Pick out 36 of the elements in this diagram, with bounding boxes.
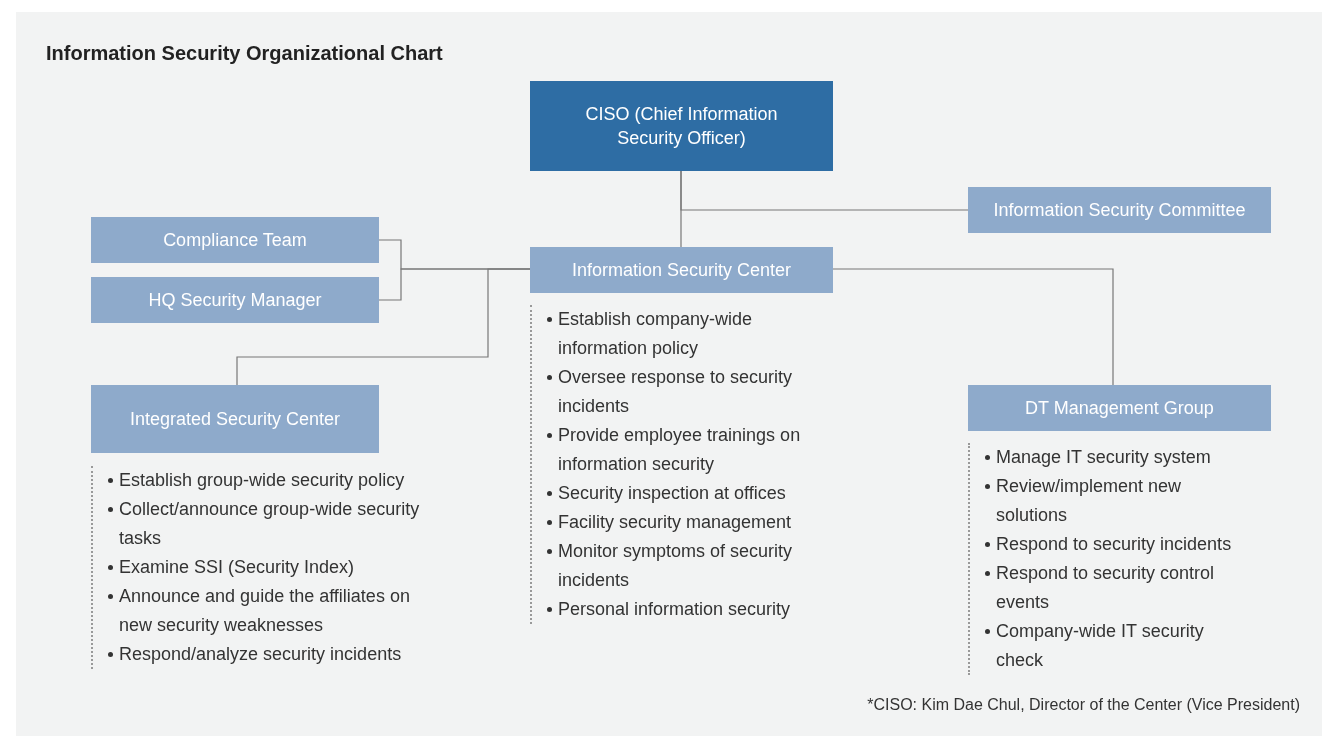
unit-box	[968, 187, 1271, 233]
unit-box	[91, 385, 379, 453]
unit-name: Integrated Security Center	[129, 408, 341, 431]
unit-box	[91, 217, 379, 263]
unit-name: Information Security Center	[571, 259, 792, 282]
duty-item: Personal information security	[558, 599, 791, 619]
duty-item: Manage IT security system	[996, 447, 1211, 467]
connector-line	[832, 268, 1114, 386]
unit-box	[968, 385, 1271, 431]
chart-title: Information Security Organizational Chart	[46, 42, 443, 65]
duty-item: Respond/analyze security incidents	[119, 644, 402, 664]
unit-box	[91, 277, 379, 323]
unit-name: CISO (Chief Information Security Officer)	[584, 103, 779, 150]
connector-line	[236, 268, 531, 386]
duty-item: Provide employee trainings on information security	[558, 425, 801, 474]
unit-name: Information Security Committee	[993, 199, 1246, 222]
unit-name: DT Management Group	[1025, 397, 1214, 420]
footnote: *CISO: Kim Dae Chul, Director of the Center (Vice President)	[867, 696, 1300, 714]
duty-item: Facility security management	[558, 512, 792, 532]
duty-item: Respond to security control events	[996, 563, 1215, 612]
duty-item: Establish group-wide security policy	[119, 470, 405, 490]
duty-item: Security inspection at offices	[558, 483, 786, 503]
duty-item: Respond to security incidents	[996, 534, 1232, 554]
duty-item: Collect/announce group-wide security tasks	[119, 499, 420, 548]
duty-item: Examine SSI (Security Index)	[119, 557, 355, 577]
duty-item: Company-wide IT security check	[996, 621, 1204, 670]
connector-line	[680, 170, 969, 211]
duty-item: Establish company-wide information policy	[558, 309, 753, 358]
duty-item: Oversee response to security incidents	[558, 367, 793, 416]
duty-item: Monitor symptoms of security incidents	[558, 541, 793, 590]
unit-name: Compliance Team	[163, 229, 307, 252]
unit-name: HQ Security Manager	[148, 289, 322, 312]
executive-box	[530, 81, 833, 171]
duty-item: Review/implement new solutions	[996, 476, 1182, 525]
duty-item: Announce and guide the affiliates on new security weaknesses	[119, 586, 410, 635]
unit-box	[530, 247, 833, 293]
